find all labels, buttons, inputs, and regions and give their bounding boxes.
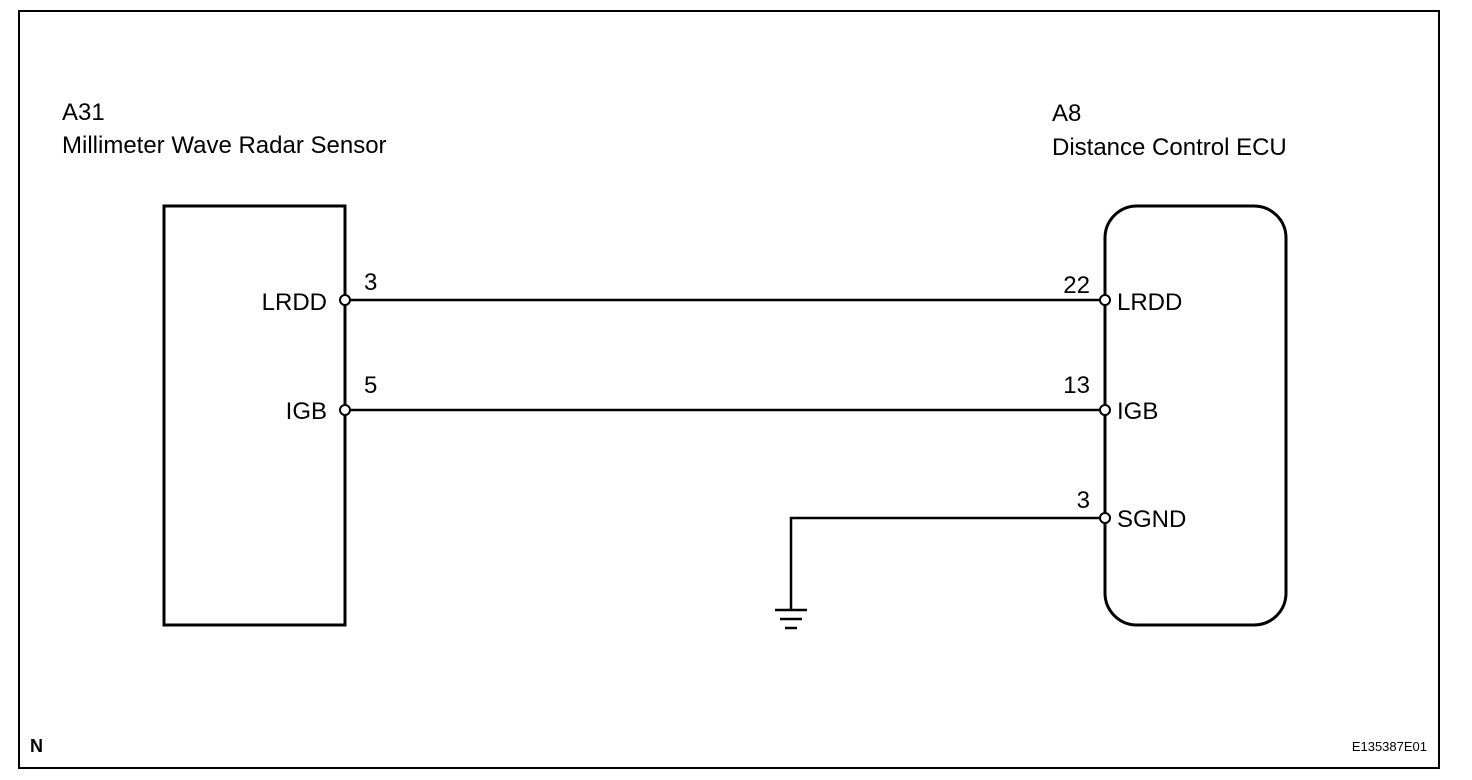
- terminal-left-igb: [339, 404, 351, 416]
- right-component-code: A8: [1052, 100, 1081, 127]
- left-pin-number-lrdd: 3: [364, 269, 377, 296]
- terminal-right-sgnd: [1099, 512, 1111, 524]
- right-pin-number-sgnd: 3: [1077, 487, 1090, 514]
- ground-icon: [775, 608, 807, 630]
- right-pin-number-lrdd: 22: [1063, 272, 1090, 299]
- left-pin-number-igb: 5: [364, 372, 377, 399]
- wire-sgnd: [789, 516, 1100, 610]
- right-pin-label-igb: IGB: [1117, 398, 1158, 425]
- right-pin-label-sgnd: SGND: [1117, 506, 1186, 533]
- left-pin-label-lrdd: LRDD: [262, 289, 327, 316]
- figure-id: E135387E01: [1352, 739, 1427, 754]
- right-pin-number-igb: 13: [1063, 372, 1090, 399]
- left-pin-label-igb: IGB: [286, 398, 327, 425]
- right-component-name: Distance Control ECU: [1052, 134, 1287, 161]
- right-pin-label-lrdd: LRDD: [1117, 289, 1182, 316]
- diagram-frame: [18, 10, 1440, 769]
- terminal-left-lrdd: [339, 294, 351, 306]
- footer-left-mark: N: [30, 736, 43, 756]
- terminal-right-lrdd: [1099, 294, 1111, 306]
- left-component-code: A31: [62, 99, 105, 126]
- left-component-name: Millimeter Wave Radar Sensor: [62, 132, 387, 159]
- terminal-right-igb: [1099, 404, 1111, 416]
